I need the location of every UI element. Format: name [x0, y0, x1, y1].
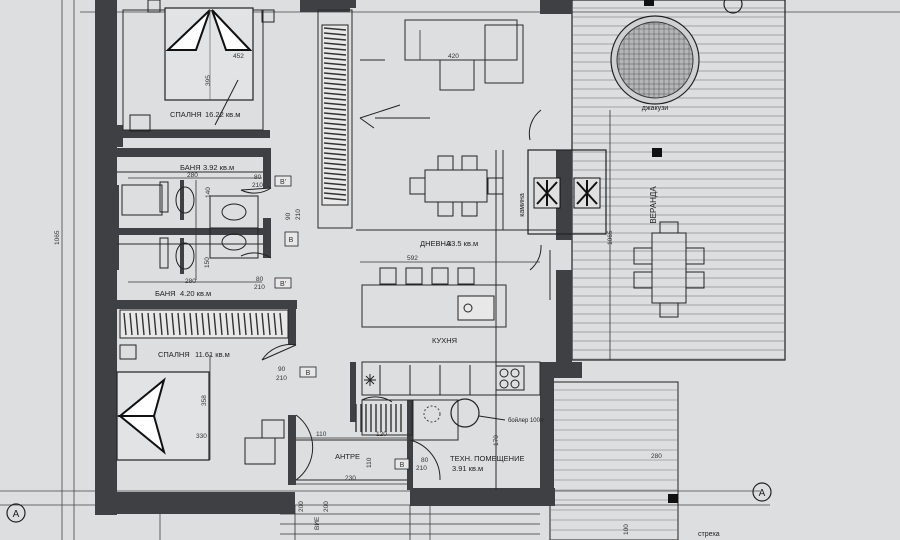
door-tag-3: B'	[280, 281, 286, 288]
dim-150: 150	[204, 257, 211, 268]
bedroom1-area: 16.22 кв.м	[205, 110, 240, 119]
dim-80b: 80	[256, 276, 264, 283]
boiler	[423, 398, 506, 428]
dim-vie: ВИЕ	[314, 516, 321, 530]
bedroom1-cabinet	[129, 114, 151, 132]
dim-200a: 200	[298, 501, 305, 512]
nightstand-left	[147, 0, 161, 13]
entrance-name: АНТРЕ	[335, 452, 360, 461]
dim-210b: 210	[295, 209, 302, 220]
bedroom1-name: СПАЛНЯ	[170, 110, 202, 119]
kitchen-name: КУХНЯ	[432, 336, 457, 345]
dim-280a: 280	[187, 172, 198, 179]
bath1-fixtures	[121, 181, 259, 229]
bedroom2-name: СПАЛНЯ	[158, 350, 190, 359]
terrace-column	[668, 494, 678, 503]
walls	[95, 0, 582, 515]
living-pointer	[359, 104, 430, 129]
door-tag-4: B	[306, 370, 311, 377]
dim-395: 395	[205, 75, 212, 86]
living-name: ДНЕВНА	[420, 239, 451, 248]
jacuzzi	[610, 15, 700, 105]
terrace-deck	[549, 381, 679, 540]
bedroom2-desk	[244, 437, 276, 465]
living-area: 33.5 кв.м	[447, 239, 478, 248]
dim-140: 140	[205, 187, 212, 198]
bedroom2-area: 11.61 кв.м	[195, 350, 230, 359]
dim-210a: 210	[252, 182, 263, 189]
nightstand-right	[261, 9, 275, 23]
dim-80c: 80	[421, 457, 429, 464]
veranda-label: ВЕРАНДА	[649, 186, 658, 224]
dim-592: 592	[407, 255, 418, 262]
bed-master	[164, 7, 254, 101]
fireplace-label: камина	[519, 193, 526, 217]
fireplace	[527, 149, 607, 235]
dim-1065b: 1065	[607, 230, 614, 245]
tech-shelves	[355, 404, 402, 432]
dim-330: 330	[196, 433, 207, 440]
wardrobe-tall	[321, 24, 349, 206]
dim-210d: 210	[276, 375, 287, 382]
bath1-name: БАНЯ	[180, 163, 201, 172]
dim-210c: 210	[254, 284, 265, 291]
bedroom2-nightstand	[119, 344, 137, 360]
dim-280c: 280	[651, 453, 662, 460]
bedroom1-arrow	[214, 79, 239, 126]
dim-110b: 110	[366, 457, 373, 468]
dim-1065a: 1065	[54, 230, 61, 245]
dim-200b: 200	[323, 501, 330, 512]
bath2-area: 4.20 кв.м	[180, 289, 211, 298]
kitchen-counter	[364, 365, 525, 395]
section-marker-left: A	[6, 503, 26, 523]
bath2-name: БАНЯ	[155, 289, 176, 298]
section-mark-right-label: A	[759, 488, 766, 499]
kitchen-island	[379, 267, 495, 321]
bed-bedroom2	[116, 371, 210, 461]
dim-280b: 280	[185, 278, 196, 285]
door-tag-boxes	[274, 175, 410, 470]
dim-120: 120	[376, 431, 387, 438]
dim-452: 452	[233, 53, 244, 60]
dining-set	[409, 155, 504, 217]
dim-420: 420	[448, 53, 459, 60]
dim-170: 170	[493, 435, 500, 446]
dim-110a: 110	[316, 431, 327, 438]
dim-90b: 90	[278, 366, 286, 373]
tech-name: ТЕХН. ПОМЕЩЕНИЕ	[450, 454, 525, 463]
door-swings	[240, 109, 542, 481]
dim-90a: 90	[285, 212, 292, 220]
section-mark-left-label: A	[13, 509, 20, 520]
section-marker-right: A	[752, 482, 772, 502]
door-tag-2: B	[289, 237, 294, 244]
section-marker-top	[723, 0, 743, 14]
veranda-column	[652, 148, 662, 157]
door-tag-1: B'	[280, 179, 286, 186]
veranda-table-set	[633, 221, 705, 318]
dim-230: 230	[345, 475, 356, 482]
entrance-steps	[280, 505, 540, 540]
dimension-texts: 452 395 420 280 140 80 210 90 210 280 15…	[54, 53, 662, 535]
top-column	[644, 0, 654, 6]
tech-area: 3.91 кв.м	[452, 464, 483, 473]
internal-dimension-lines	[128, 30, 611, 485]
door-tag-5: B	[400, 462, 405, 469]
boiler-label: бойлер 100л	[508, 417, 544, 424]
dim-358: 358	[201, 395, 208, 406]
jacuzzi-label: джакузи	[642, 105, 669, 112]
wardrobe-bedroom2	[119, 309, 289, 339]
bath2-fixtures	[159, 227, 259, 270]
eaves-label: стреха	[698, 531, 720, 538]
dim-80a: 80	[254, 174, 262, 181]
dim-210e: 210	[416, 465, 427, 472]
dim-100: 100	[623, 524, 630, 535]
bath1-area: 3.92 кв.м	[203, 163, 234, 172]
